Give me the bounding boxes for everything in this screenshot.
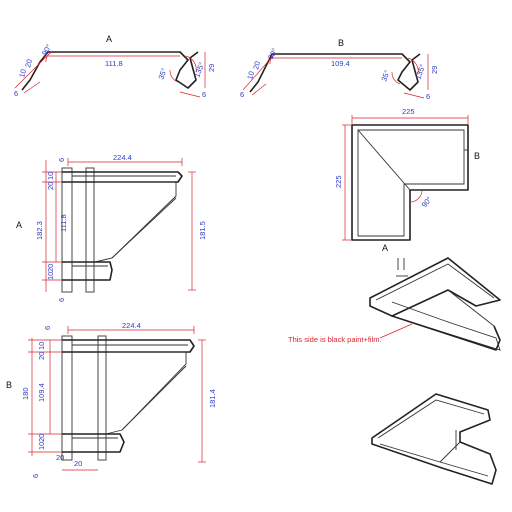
profile-a-left-h: 20	[23, 58, 34, 68]
side-a-right: 181.5	[198, 221, 207, 240]
side-a-h2: 10	[46, 172, 55, 180]
profile-a-width: 111.8	[105, 59, 123, 68]
side-b-total: 180	[21, 387, 30, 400]
profile-a-outline	[21, 51, 199, 91]
profile-a-right-h: 29	[207, 64, 216, 72]
profile-a-left-h2: 10	[17, 68, 28, 78]
plan-outline	[351, 124, 469, 241]
side-a-total: 182.3	[35, 221, 44, 240]
side-a-mid: 111.8	[59, 214, 68, 232]
side-b-bottom-w1: 20	[56, 453, 64, 462]
side-b-mid: 109.4	[37, 383, 46, 402]
side-b-b2: 20	[37, 434, 46, 442]
profile-a-right-angle2: 135°	[192, 61, 206, 79]
side-b-bottom-lip: 6	[31, 474, 40, 478]
profile-a-left-lip: 6	[14, 89, 18, 98]
profile-a-right-angle1: 35°	[156, 67, 168, 81]
profile-b-right-h: 29	[430, 66, 439, 74]
side-a-b2: 20	[46, 264, 55, 272]
isometric-view-bottom	[371, 393, 497, 485]
profile-a-left-angle: 90°	[40, 43, 53, 57]
profile-b-left-h2: 10	[245, 70, 256, 80]
side-a-width: 224.4	[113, 153, 132, 162]
profile-b: B 109.4 90° 20 10 6 35° 135° 29 6	[240, 38, 439, 101]
side-a-top-lip: 6	[57, 158, 66, 162]
profile-a-label: A	[106, 34, 112, 44]
side-view-a: A 224.4 6 20 10 182.3 111.8 181.5 10 20	[16, 153, 207, 302]
profile-b-outline	[249, 53, 421, 93]
plan-label-a: A	[382, 243, 388, 253]
side-b-b1: 10	[37, 442, 46, 450]
side-b-width: 224.4	[122, 321, 141, 330]
side-a-b1: 10	[46, 272, 55, 280]
profile-b-label: B	[338, 38, 344, 48]
profile-a: A 111.8 90° 20 10 6 35° 135° 29 6	[14, 34, 216, 99]
profile-b-right-angle1: 35°	[379, 69, 391, 83]
plan-width: 225	[402, 107, 415, 116]
profile-b-left-lip: 6	[240, 90, 244, 99]
plan-view: 225 225 90° B A	[334, 107, 480, 253]
side-a-label: A	[16, 220, 22, 230]
isometric-view-top: This side is black paint+film.	[288, 257, 501, 351]
side-b-top-lip: 6	[43, 326, 52, 330]
side-b-h2: 10	[37, 342, 46, 350]
profile-b-left-angle: 90°	[266, 47, 279, 61]
side-a-h1: 20	[46, 182, 55, 190]
side-b-label: B	[6, 380, 12, 390]
profile-b-right-lip: 6	[426, 92, 430, 101]
profile-b-left-h: 20	[251, 60, 262, 70]
profile-a-right-lip: 6	[202, 90, 206, 99]
side-view-b: B 224.4 6 20 10 180 109.4 181.4 10 20 6 …	[6, 321, 217, 478]
plan-angle: 90°	[420, 195, 434, 209]
side-a-bottom-lip: 6	[57, 298, 66, 302]
plan-label-b: B	[474, 151, 480, 161]
plan-height: 225	[334, 175, 343, 188]
side-b-right: 181.4	[208, 389, 217, 408]
side-b-h1: 20	[37, 352, 46, 360]
profile-b-right-angle2: 135°	[413, 63, 427, 81]
paint-note: This side is black paint+film.	[288, 335, 382, 344]
profile-b-width: 109.4	[331, 59, 350, 68]
side-b-bottom-w2: 20	[74, 459, 82, 468]
